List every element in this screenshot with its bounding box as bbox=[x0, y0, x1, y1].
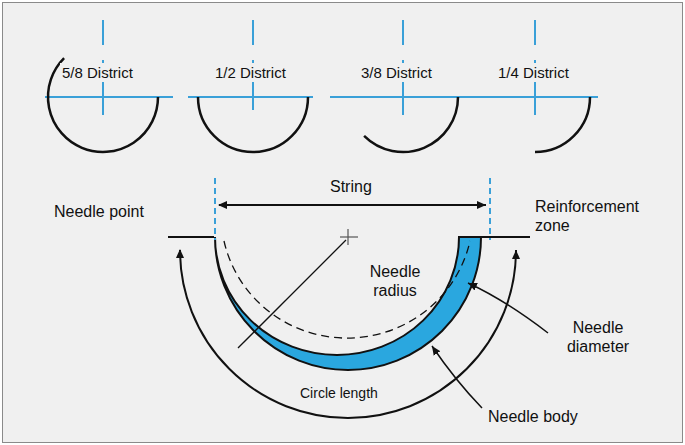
needle-arcs bbox=[48, 58, 590, 152]
chord-marks bbox=[215, 178, 490, 240]
part-label: Circle length bbox=[298, 384, 380, 403]
string-arrow bbox=[219, 204, 486, 206]
part-label: 1/4 District bbox=[496, 63, 571, 82]
part-label: Needle point bbox=[52, 202, 146, 221]
part-label: 5/8 District bbox=[60, 63, 135, 82]
center-line bbox=[224, 241, 470, 338]
leader-arrow bbox=[468, 283, 548, 333]
leader-arrow bbox=[432, 346, 482, 408]
base-lines bbox=[168, 236, 530, 238]
part-label: Reinforcement zone bbox=[533, 197, 677, 235]
crosshairs bbox=[45, 20, 598, 115]
radius-line bbox=[238, 240, 346, 348]
part-label: 1/2 District bbox=[213, 63, 288, 82]
part-label: 3/8 District bbox=[359, 63, 434, 82]
part-label: Needle radius bbox=[358, 262, 432, 300]
part-label: Needle diameter bbox=[551, 318, 645, 356]
needle-body-shape bbox=[215, 237, 481, 370]
part-label: String bbox=[328, 177, 374, 196]
circle-length-arc bbox=[180, 250, 516, 418]
part-label: Needle body bbox=[486, 407, 580, 426]
